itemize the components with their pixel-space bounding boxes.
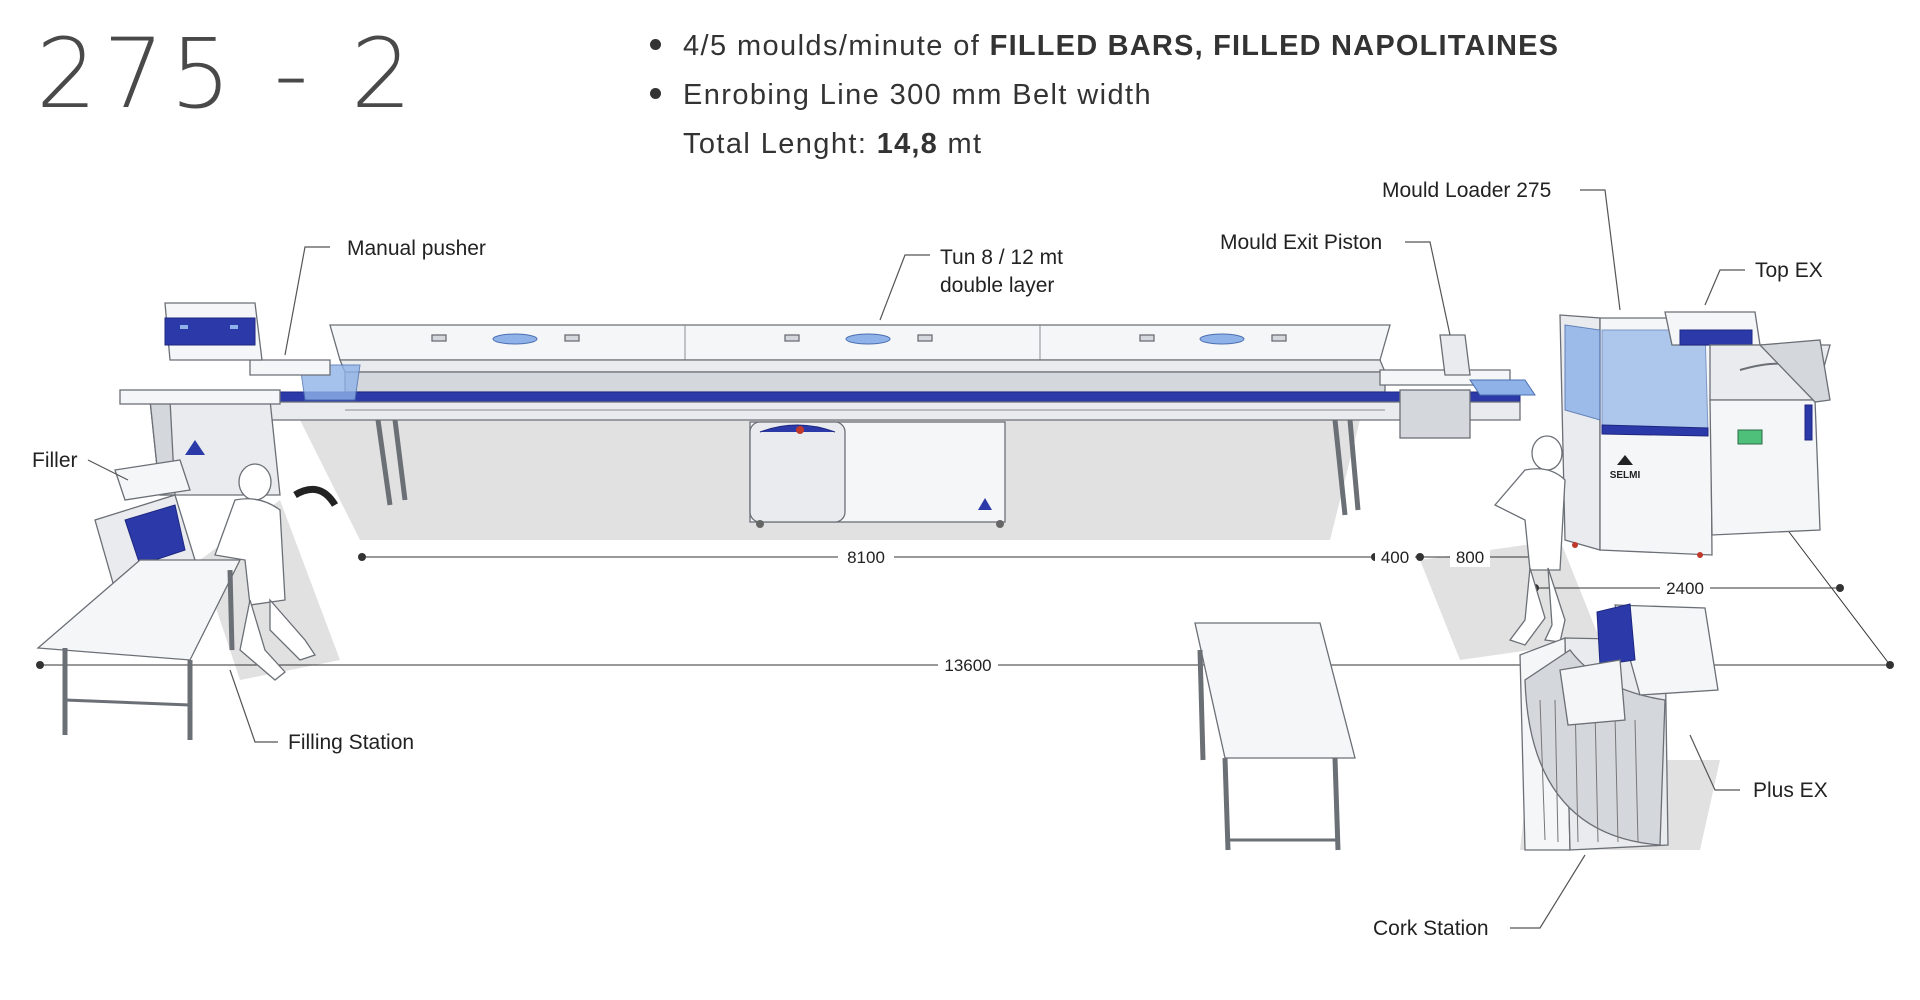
spec-line-capacity: 4/5 moulds/minute of FILLED BARS, FILLED…: [650, 30, 1559, 63]
leader-mould-exit: [1405, 241, 1451, 336]
label-filling-station: Filling Station: [288, 731, 414, 754]
control-panel: [1679, 329, 1753, 346]
tunnel-handle: [784, 334, 800, 342]
dim-marker: [36, 661, 44, 669]
plus-ex-machine: [1519, 603, 1719, 851]
leader-cork-station: [1510, 854, 1586, 929]
dim-loader: 2400: [1666, 579, 1704, 598]
tunnel-handle: [564, 334, 580, 342]
label-filler: Filler: [32, 449, 78, 472]
manual-pusher: [249, 359, 361, 401]
mould-exit-piston: [1379, 334, 1536, 439]
dim-total: 13600: [944, 656, 991, 675]
operator-left: [214, 463, 339, 681]
dim-marker: [1836, 584, 1844, 592]
label-manual-pusher: Manual pusher: [347, 237, 486, 260]
label-tun-line2: double layer: [940, 274, 1054, 297]
refrigeration-unit: [749, 421, 1006, 528]
leader-filling-station: [229, 669, 278, 743]
tunnel-window: [1199, 333, 1245, 345]
cooling-tunnel: [259, 324, 1521, 516]
filling-nozzle: [293, 485, 339, 507]
label-mould-exit-piston: Mould Exit Piston: [1220, 231, 1382, 254]
leader-plus-ex: [1689, 734, 1740, 791]
logo-icon: [1617, 455, 1633, 465]
dim-tunnel: 8100: [847, 548, 885, 567]
spec-length-label: Total Lenght:: [683, 128, 877, 160]
tunnel-handle: [431, 334, 447, 342]
bullet-icon: [650, 87, 661, 99]
label-tun-line1: Tun 8 / 12 mt: [940, 246, 1063, 269]
dim-text-bg: [1660, 577, 1710, 599]
tunnel-window: [845, 333, 891, 345]
conveyor-belt: [259, 391, 1521, 403]
leader-filler: [87, 459, 129, 481]
model-title: 275 - 2: [36, 18, 418, 130]
leader-manual-pusher: [284, 246, 330, 356]
control-panel: [164, 317, 256, 346]
cork-station-table: [1194, 622, 1356, 851]
dim-text-bg: [1450, 545, 1490, 567]
tunnel-handle: [1139, 334, 1155, 342]
dim-marker: [358, 553, 366, 561]
mould-loader-275: SELMI: [1559, 314, 1713, 558]
spec-products: FILLED BARS, FILLED NAPOLITAINES: [989, 30, 1560, 62]
unit-indicator: [796, 426, 804, 434]
tunnel-handle: [1271, 334, 1287, 342]
bullet-icon: [650, 38, 661, 50]
operator-right: [1493, 435, 1566, 646]
tunnel-window: [492, 333, 538, 345]
dim-text-bg: [838, 545, 894, 567]
touch-screen: [1737, 429, 1763, 445]
tunnel-handle: [917, 334, 933, 342]
spec-length-value: 14,8: [876, 128, 938, 160]
dim-gap1: 400: [1381, 548, 1409, 567]
logo-icon: [185, 440, 205, 455]
spec-belt-text: Enrobing Line 300 mm Belt width: [683, 79, 1152, 111]
label-plus-ex: Plus EX: [1753, 779, 1828, 802]
leader-tun: [879, 254, 930, 321]
label-top-ex: Top EX: [1755, 259, 1823, 282]
dim-gap2: 800: [1456, 548, 1484, 567]
dim-marker: [1886, 661, 1894, 669]
spec-line-belt: Enrobing Line 300 mm Belt width: [650, 79, 1152, 112]
dim-marker: [1416, 553, 1424, 561]
filler-panel: [124, 504, 186, 566]
spec-length-unit: mt: [937, 128, 983, 160]
dim-line-depth: [1779, 519, 1891, 666]
leader-top-ex: [1704, 269, 1745, 306]
dim-text-bg: [1375, 545, 1415, 567]
label-mould-loader: Mould Loader 275: [1382, 179, 1551, 202]
logo-icon: [978, 498, 992, 510]
spec-line-length: Total Lenght: 14,8 mt: [650, 128, 982, 161]
control-panel: [1596, 603, 1636, 666]
dim-text-bg: [938, 654, 998, 676]
top-ex-machine: [1664, 311, 1831, 536]
leader-mould-loader: [1580, 189, 1621, 311]
spec-capacity-text: 4/5 moulds/minute of: [683, 30, 990, 62]
label-cork-station: Cork Station: [1373, 917, 1489, 940]
machine-logo: SELMI: [1610, 470, 1641, 481]
filling-station-table: [36, 559, 242, 740]
